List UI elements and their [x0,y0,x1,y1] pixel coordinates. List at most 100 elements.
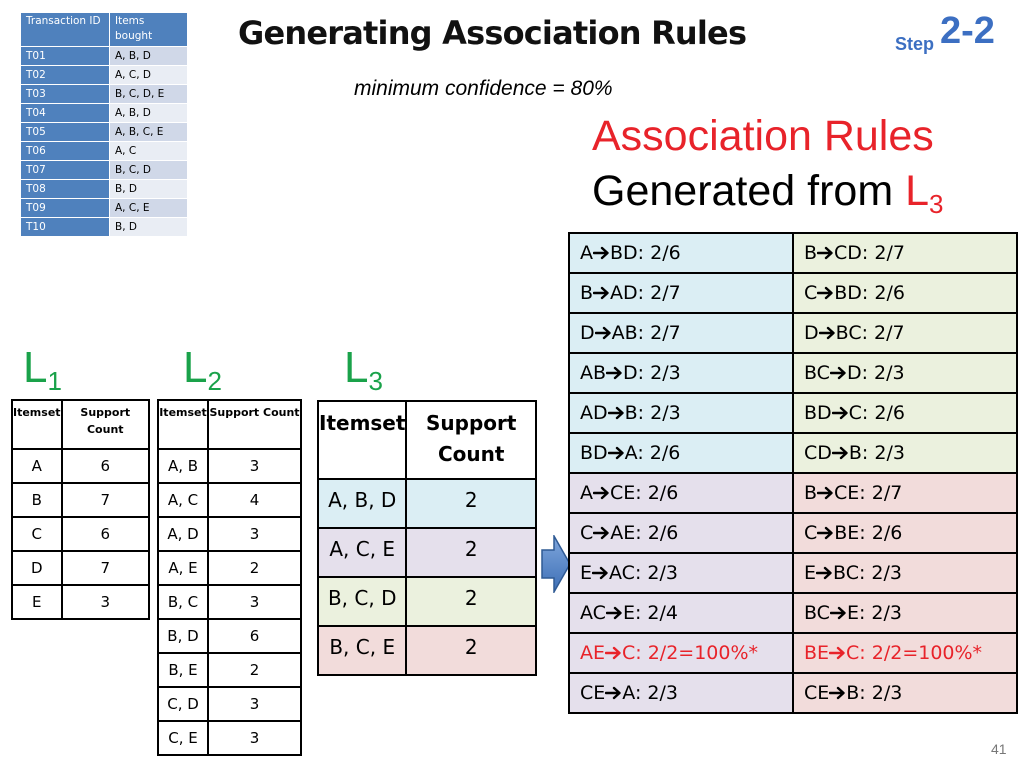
L2-itemset: A, B [157,448,209,484]
rule-consequent: C: 2/2=100%* [846,642,983,664]
items-bought-header: Items bought [109,12,188,47]
transaction-items: A, C, D [109,65,188,85]
rule-consequent: BD: 2/6 [834,282,905,304]
L1-support-header: Support Count [60,399,151,450]
transaction-id: T05 [20,122,110,142]
L2-support-count: 4 [207,482,302,518]
rule-antecedent: E [803,562,816,584]
rule-consequent: E: 2/3 [846,602,902,624]
L2-label: L2 [183,343,222,396]
rule-cell: CE A: 2/3 [568,672,794,714]
L2-support-count: 3 [207,720,302,756]
rule-consequent: BE: 2/6 [834,522,903,544]
L2-support-count: 2 [207,652,302,688]
rule-consequent: A: 2/3 [622,682,678,704]
L2-itemset: A, C [157,482,209,518]
L2-support-count: 3 [207,686,302,722]
L1-itemset-header: Itemset [11,399,63,450]
transaction-id-header: Transaction ID [20,12,110,47]
implies-arrow-icon [592,242,610,264]
transaction-items: B, D [109,217,188,237]
implies-arrow-icon [592,482,610,504]
rule-antecedent: CE [580,682,606,704]
L2-itemset: A, D [157,516,209,552]
L3-itemset: B, C, D [316,576,408,627]
right-arrow-icon [541,535,571,593]
rule-cell: A CE: 2/6 [568,472,794,514]
L1-itemset: E [11,584,63,620]
implies-arrow-icon [829,602,847,624]
implies-arrow-icon [816,482,834,504]
L2-support-count: 3 [207,516,302,552]
rule-consequent: CD: 2/7 [834,242,905,264]
rule-consequent: A: 2/6 [624,442,681,464]
rule-antecedent: BD [803,402,832,424]
rule-consequent: CE: 2/6 [610,482,679,504]
transaction-items: B, D [109,179,188,199]
implies-arrow-icon [594,322,612,344]
rule-consequent: AD: 2/7 [610,282,681,304]
L3-itemset-header: Itemset [316,400,408,480]
transaction-id: T10 [20,217,110,237]
implies-arrow-icon [817,522,834,544]
implies-arrow-icon [828,642,846,664]
rule-consequent: C: 2/2=100%* [622,642,759,664]
implies-arrow-icon [831,442,849,464]
transaction-items: B, C, D [109,160,188,180]
transaction-items: A, B, D [109,103,188,123]
minimum-confidence: minimum confidence = 80% [354,77,613,100]
rule-cell: BD A: 2/6 [568,432,794,474]
implies-arrow-icon [816,242,834,264]
rule-antecedent: AB [580,362,607,384]
implies-arrow-icon [607,402,625,424]
rule-antecedent: C [580,522,594,544]
rule-antecedent: A [580,482,593,504]
rule-consequent: AE: 2/6 [610,522,679,544]
transaction-items: B, C, D, E [109,84,188,104]
L2-itemset: B, D [157,618,209,654]
rule-antecedent: BD [580,442,608,464]
transaction-id: T06 [20,141,110,161]
rule-consequent: B: 2/3 [848,442,905,464]
L3-support-count: 2 [405,478,537,529]
L2-itemset: C, E [157,720,209,756]
L3-support-header: Support Count [405,400,537,480]
implies-arrow-icon [593,522,610,544]
step-number: 2-2 [940,10,995,52]
L3-support-count: 2 [405,527,537,578]
L1-itemset: D [11,550,63,586]
L3-itemset: A, C, E [316,527,408,578]
transaction-id: T02 [20,65,110,85]
rules-subheading-L: L3 [905,167,944,219]
